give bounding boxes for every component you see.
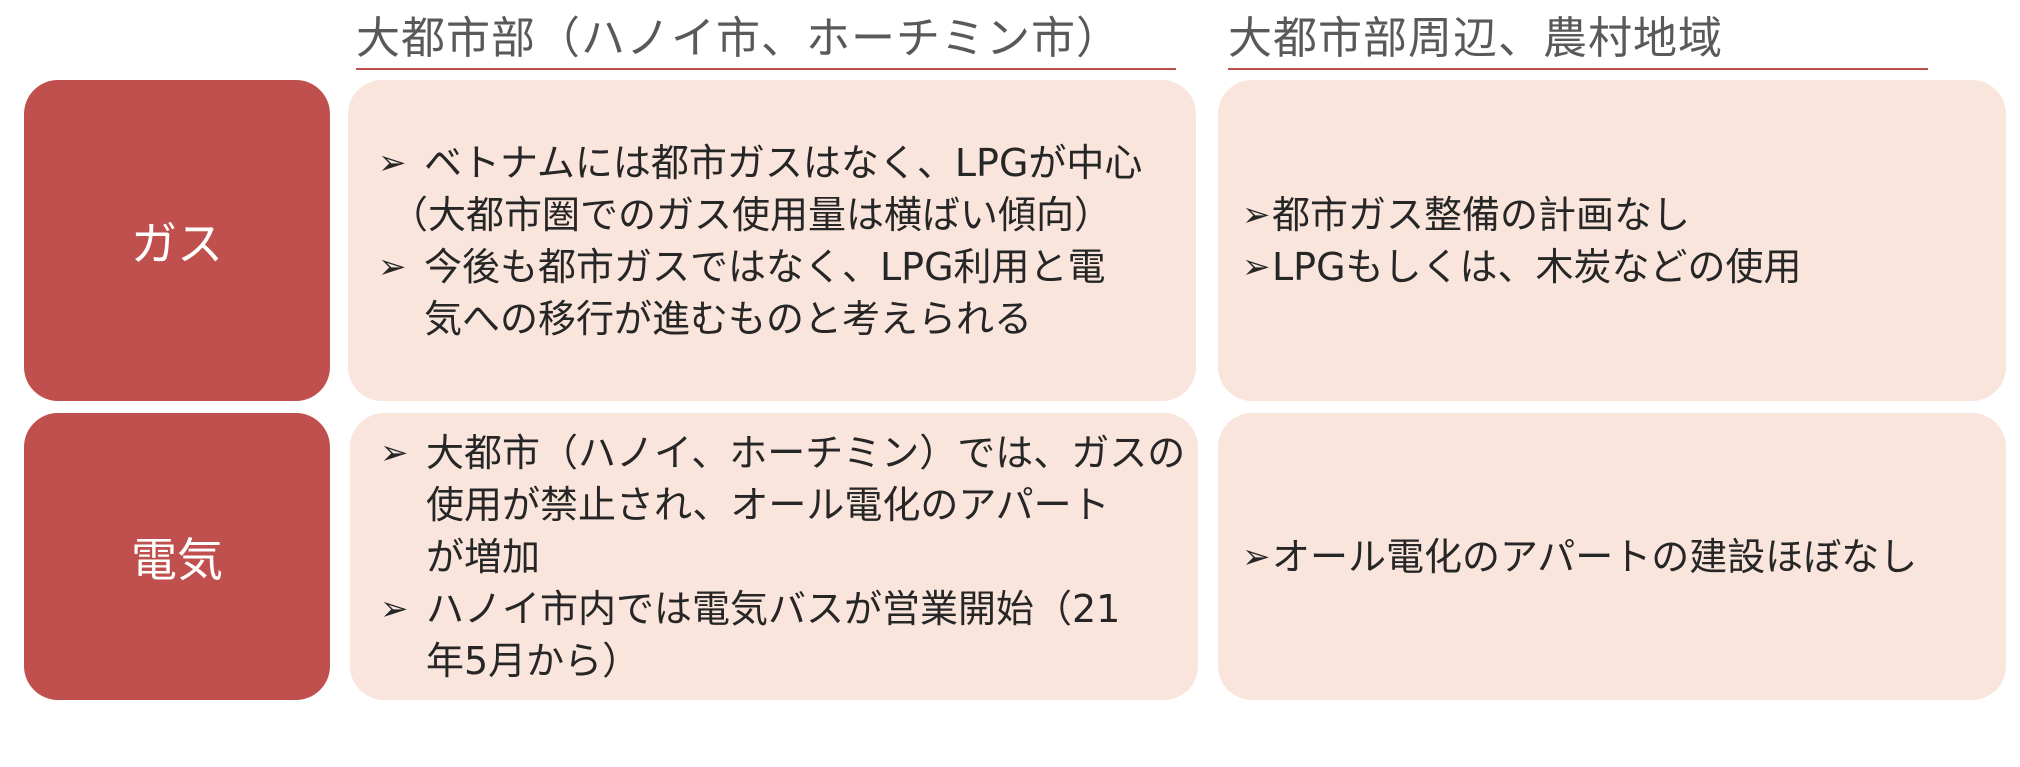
arrow-bullet-icon: ➢ — [380, 432, 409, 473]
bullet-text: 今後も都市ガスではなく、LPG利用と電 気への移行が進むものと考えられる — [424, 244, 1106, 341]
arrow-bullet-icon: ➢ — [378, 246, 407, 287]
arrow-bullet-icon: ➢ — [380, 588, 409, 629]
list-item: ➢ ハノイ市内では電気バスが営業開始（21 年5月から） — [380, 583, 1188, 687]
bullet-text: （大都市圏でのガス使用量は横ばい傾向） — [390, 192, 1113, 237]
cell-gas-rural: ➢ 都市ガス整備の計画なし ➢ LPGもしくは、木炭などの使用 — [1218, 80, 2006, 401]
list-item: ➢ 今後も都市ガスではなく、LPG利用と電 気への移行が進むものと考えられる — [378, 241, 1186, 345]
bullet-text: LPGもしくは、木炭などの使用 — [1272, 244, 1802, 289]
arrow-bullet-icon: ➢ — [378, 142, 407, 183]
cell-electricity-urban: ➢ 大都市（ハノイ、ホーチミン）では、ガスの 使用が禁止され、オール電化のアパー… — [350, 413, 1198, 700]
arrow-bullet-icon: ➢ — [1242, 246, 1271, 287]
bullet-text: ベトナムには都市ガスはなく、LPGが中心 — [424, 140, 1143, 185]
bullet-text: ハノイ市内では電気バスが営業開始（21 年5月から） — [426, 586, 1121, 683]
column-header-urban: 大都市部（ハノイ市、ホーチミン市） — [356, 10, 1176, 70]
row-label-gas-text: ガス — [131, 216, 223, 271]
row-label-electricity: 電気 — [24, 413, 330, 700]
arrow-bullet-icon: ➢ — [1242, 194, 1271, 235]
cell-electricity-rural: ➢ オール電化のアパートの建設ほぼなし — [1218, 413, 2006, 700]
list-item: ➢ ベトナムには都市ガスはなく、LPGが中心 — [378, 137, 1186, 189]
list-item-continuation: （大都市圏でのガス使用量は横ばい傾向） — [390, 189, 1186, 241]
bullet-text: 都市ガス整備の計画なし — [1272, 192, 1691, 237]
list-item: ➢ オール電化のアパートの建設ほぼなし — [1242, 531, 1996, 583]
bullet-text: 大都市（ハノイ、ホーチミン）では、ガスの 使用が禁止され、オール電化のアパート … — [426, 430, 1186, 579]
row-label-electricity-text: 電気 — [131, 532, 223, 587]
list-item: ➢ 都市ガス整備の計画なし — [1242, 189, 1996, 241]
list-item: ➢ 大都市（ハノイ、ホーチミン）では、ガスの 使用が禁止され、オール電化のアパー… — [380, 427, 1188, 583]
list-item: ➢ LPGもしくは、木炭などの使用 — [1242, 241, 1996, 293]
column-header-rural: 大都市部周辺、農村地域 — [1228, 10, 1928, 70]
bullet-text: オール電化のアパートの建設ほぼなし — [1272, 534, 1918, 579]
row-label-gas: ガス — [24, 80, 330, 401]
cell-gas-urban: ➢ ベトナムには都市ガスはなく、LPGが中心 （大都市圏でのガス使用量は横ばい傾… — [348, 80, 1196, 401]
arrow-bullet-icon: ➢ — [1242, 536, 1271, 577]
